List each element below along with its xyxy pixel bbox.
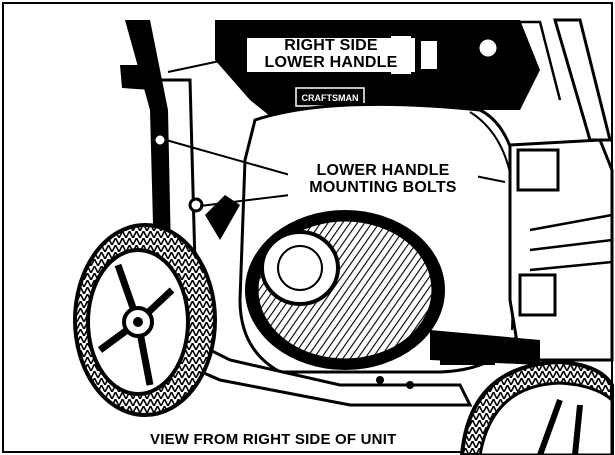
callout-right-side-lower-handle: RIGHT SIDE LOWER HANDLE [247, 37, 415, 72]
impeller [245, 210, 445, 370]
right-wheel [459, 359, 614, 455]
chute-assembly [430, 18, 614, 365]
left-wheel [73, 223, 217, 417]
callout-line-1: RIGHT SIDE [284, 37, 378, 54]
mounting-bolts [152, 132, 240, 240]
callout-line-2: LOWER HANDLE [264, 53, 398, 71]
leader-lines [165, 54, 506, 207]
engine-brand-text: CRAFTSMAN [302, 93, 359, 103]
figure-caption: VIEW FROM RIGHT SIDE OF UNIT [150, 431, 397, 448]
callout-lower-handle-mounting-bolts: LOWER HANDLE MOUNTING BOLTS [288, 162, 478, 197]
callout-line-1: LOWER HANDLE [316, 162, 450, 179]
callout-line-2: MOUNTING BOLTS [309, 178, 457, 196]
